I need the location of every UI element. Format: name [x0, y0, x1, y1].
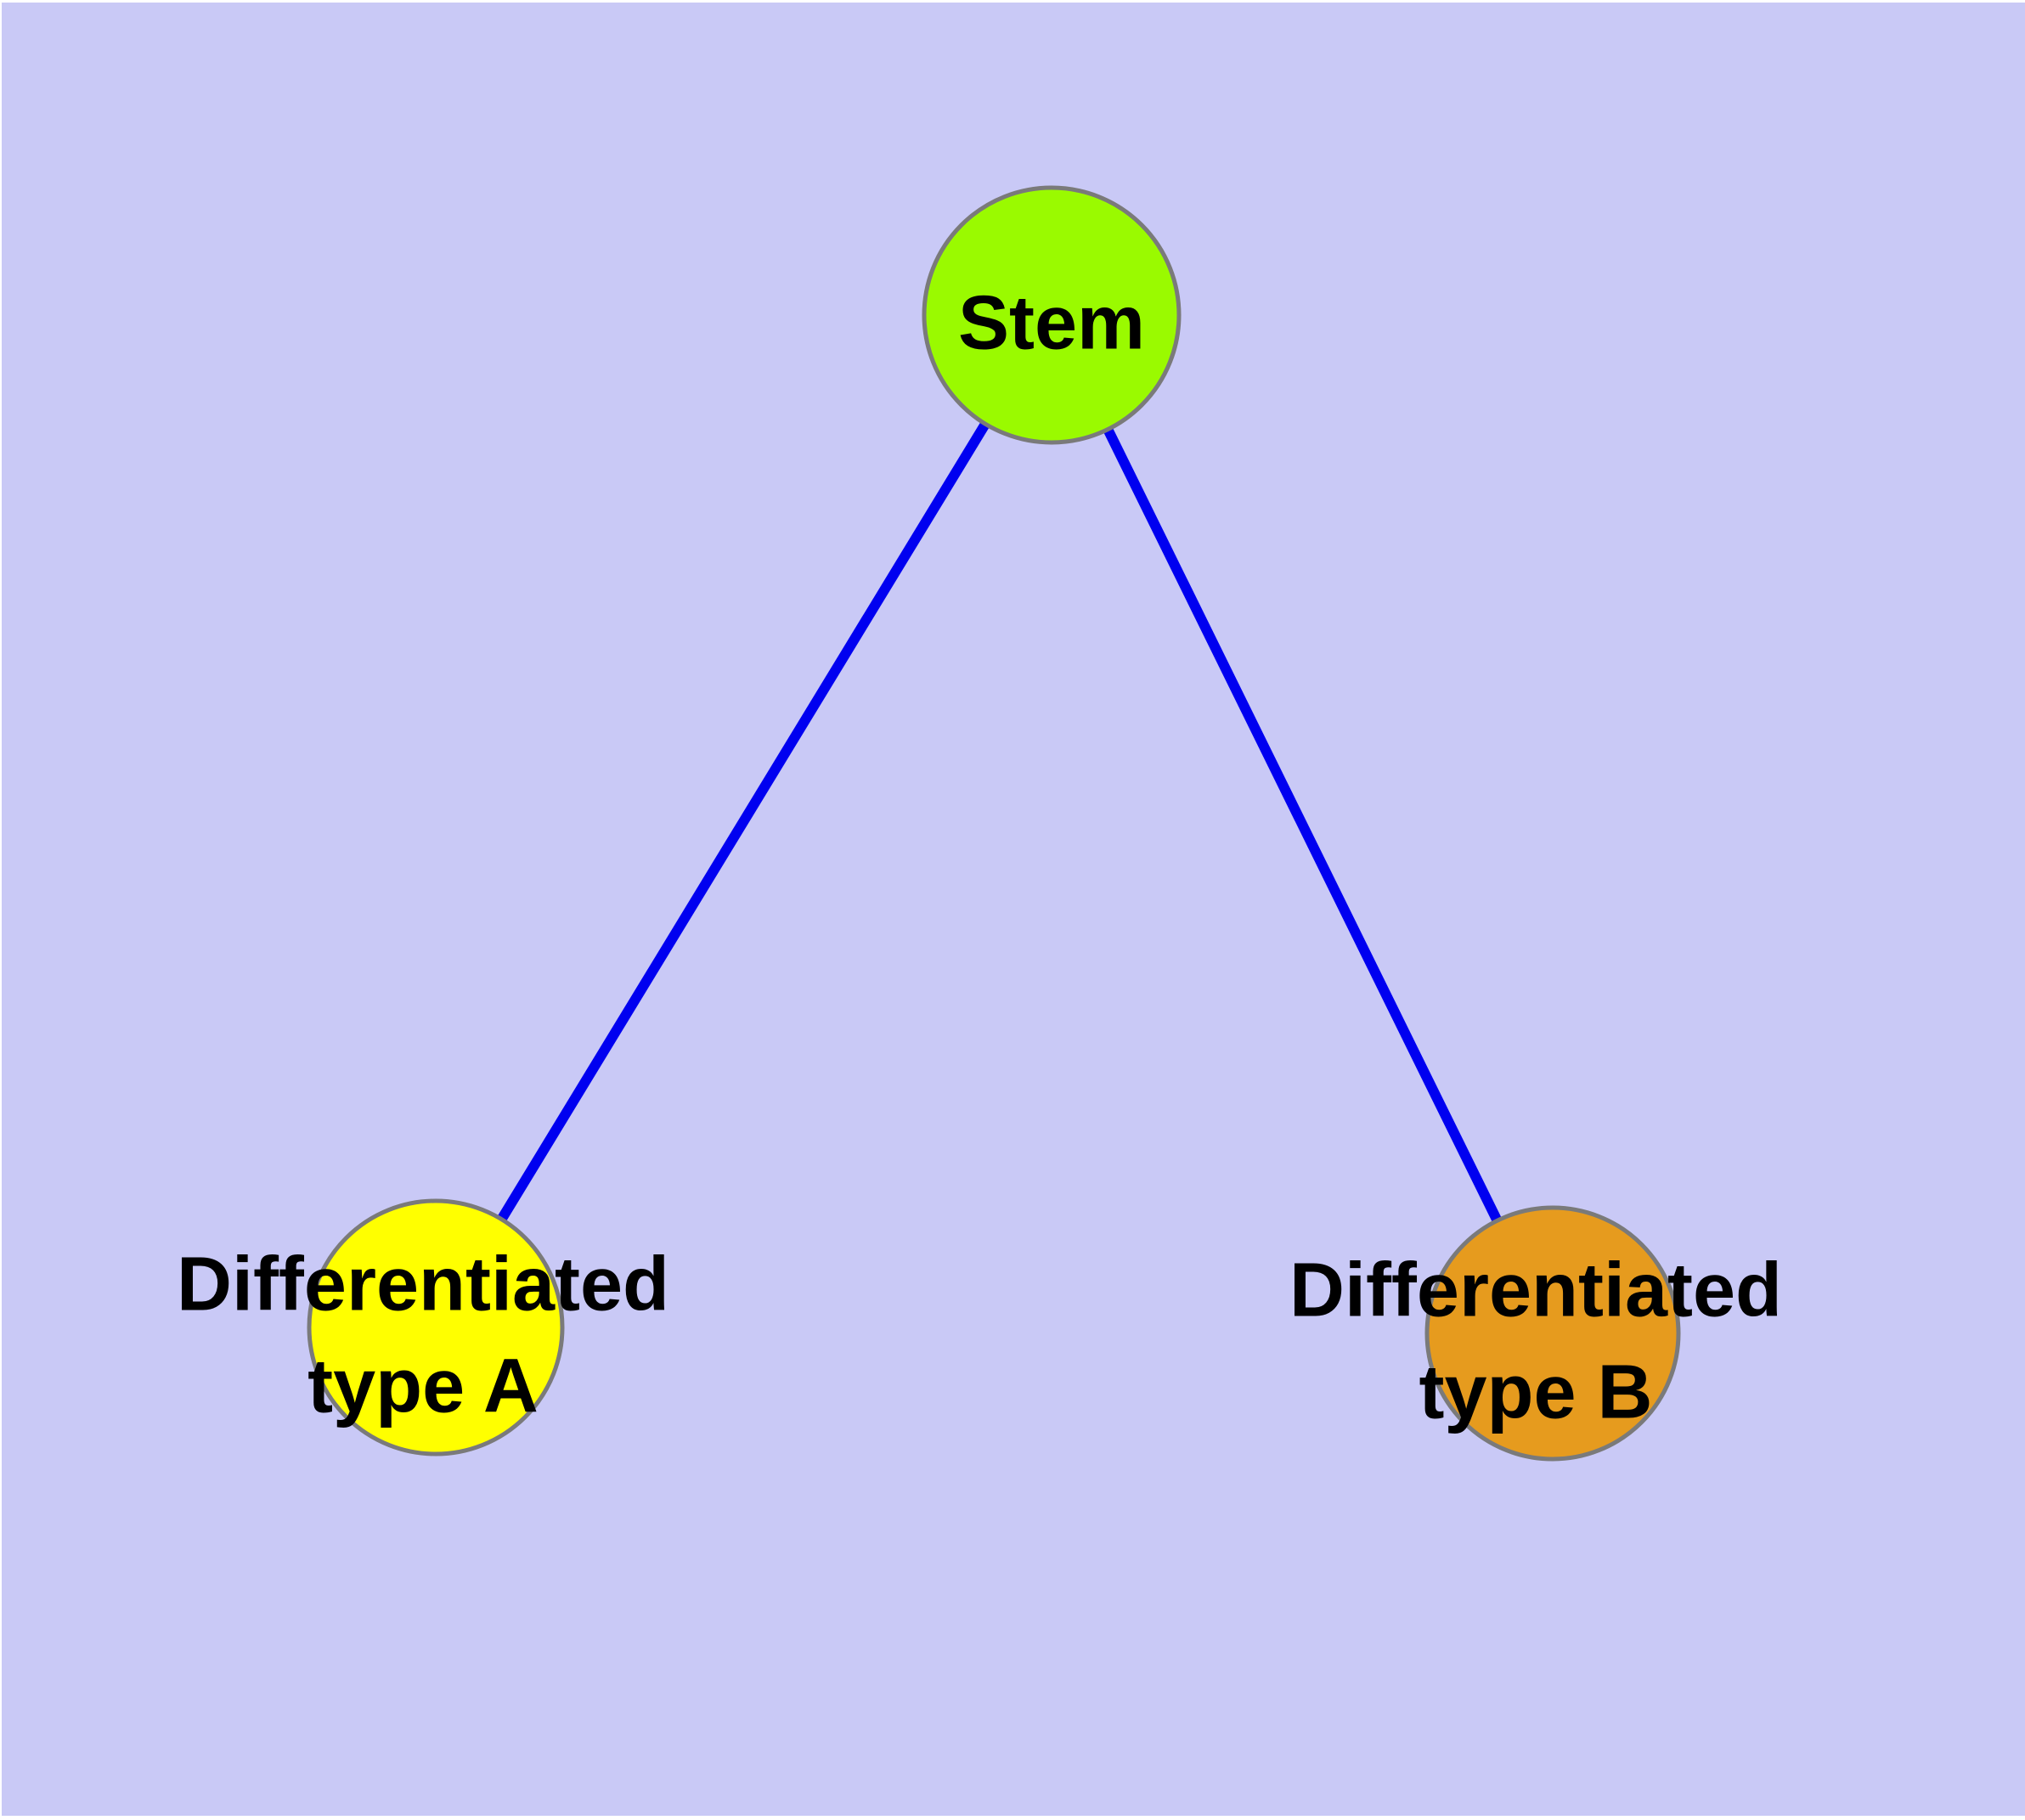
- node-differentiated-type-b-circle: [1424, 1205, 1681, 1462]
- node-differentiated-type-b-label-line-1: Differentiated: [1289, 1248, 1782, 1333]
- node-stem-label-line-1: Stem: [958, 281, 1145, 366]
- edge-stem-to-differentiated-type-a: [431, 312, 1057, 1331]
- node-differentiated-type-a-label-line-1: Differentiated: [177, 1242, 669, 1327]
- node-differentiated-type-a-circle: [307, 1198, 565, 1457]
- edge-stem-to-differentiated-type-b: [1046, 313, 1558, 1336]
- node-differentiated-type-b: Differentiated type B: [1289, 1205, 1782, 1462]
- node-stem: Stem: [922, 185, 1182, 445]
- node-differentiated-type-a-label-line-2: type A: [307, 1344, 539, 1429]
- node-differentiated-type-b-label-line-2: type B: [1419, 1350, 1652, 1435]
- node-stem-circle: [922, 185, 1182, 445]
- node-differentiated-type-a: Differentiated type A: [177, 1198, 669, 1457]
- edges-layer: [431, 312, 1558, 1336]
